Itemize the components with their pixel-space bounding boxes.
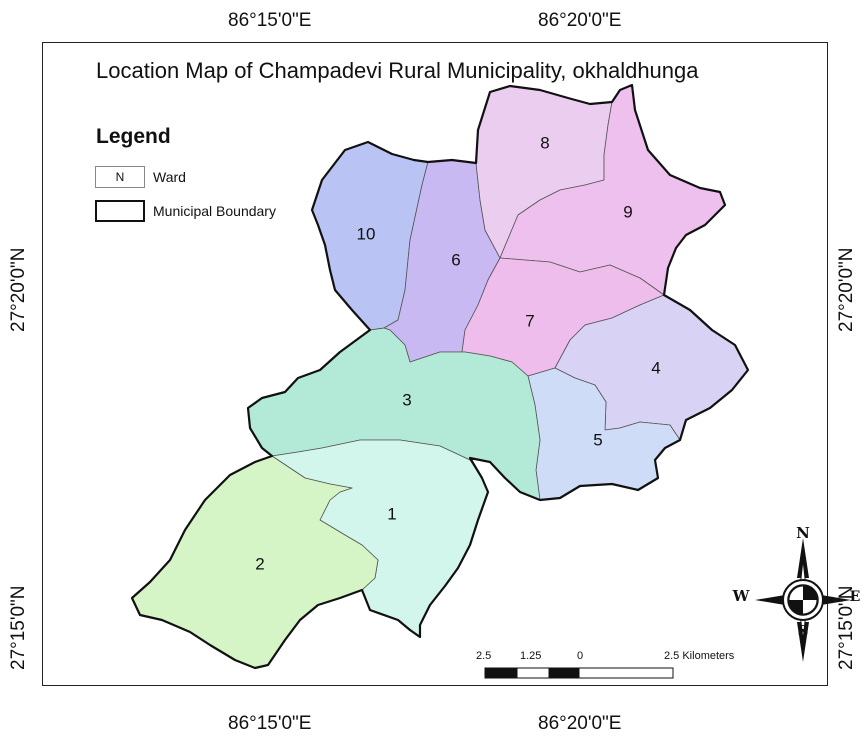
ward-label-7: 7 xyxy=(525,311,534,330)
ward-label-9: 9 xyxy=(623,202,632,221)
bottom-longitude-label-2: 86°20'0"E xyxy=(538,713,622,734)
municipal-boundary xyxy=(130,83,750,670)
ward-label-6: 6 xyxy=(451,250,460,269)
legend-item-ward: N Ward xyxy=(95,165,186,189)
ward-label-3: 3 xyxy=(402,390,411,409)
map-title: Location Map of Champadevi Rural Municip… xyxy=(96,58,699,83)
scale-label-2-5-left: 2.5 xyxy=(476,650,492,662)
legend-boundary-symbol xyxy=(95,200,145,222)
scale-bar xyxy=(484,667,674,679)
legend-item-boundary: Municipal Boundary xyxy=(95,199,276,223)
compass-south-label: S xyxy=(798,622,809,640)
ward-label-10: 10 xyxy=(357,224,376,243)
ward-label-4: 4 xyxy=(651,358,660,377)
scale-label-kilometers: 2.5 Kilometers xyxy=(664,650,735,662)
legend-boundary-label: Municipal Boundary xyxy=(153,203,276,219)
scale-label-1-25: 1.25 xyxy=(520,650,542,662)
ward-label-8: 8 xyxy=(540,133,549,152)
bottom-longitude-label-1: 86°15'0"E xyxy=(228,713,312,734)
legend-ward-label: Ward xyxy=(153,169,186,185)
compass-n-label: N xyxy=(796,524,810,542)
compass-e-label: E xyxy=(850,589,861,605)
top-longitude-label-2: 86°20'0"E xyxy=(538,10,622,31)
ward-label-2: 2 xyxy=(255,554,264,573)
ward-label-5: 5 xyxy=(593,430,602,449)
legend-title: Legend xyxy=(96,125,171,148)
top-longitude-label-1: 86°15'0"E xyxy=(228,10,312,31)
compass-rose-icon: N S W E xyxy=(732,524,861,662)
scale-label-0: 0 xyxy=(577,650,584,662)
compass-w-label: W xyxy=(732,587,751,605)
legend-ward-symbol: N xyxy=(95,166,145,188)
ward-label-1: 1 xyxy=(387,504,396,523)
map-frame xyxy=(42,42,828,686)
